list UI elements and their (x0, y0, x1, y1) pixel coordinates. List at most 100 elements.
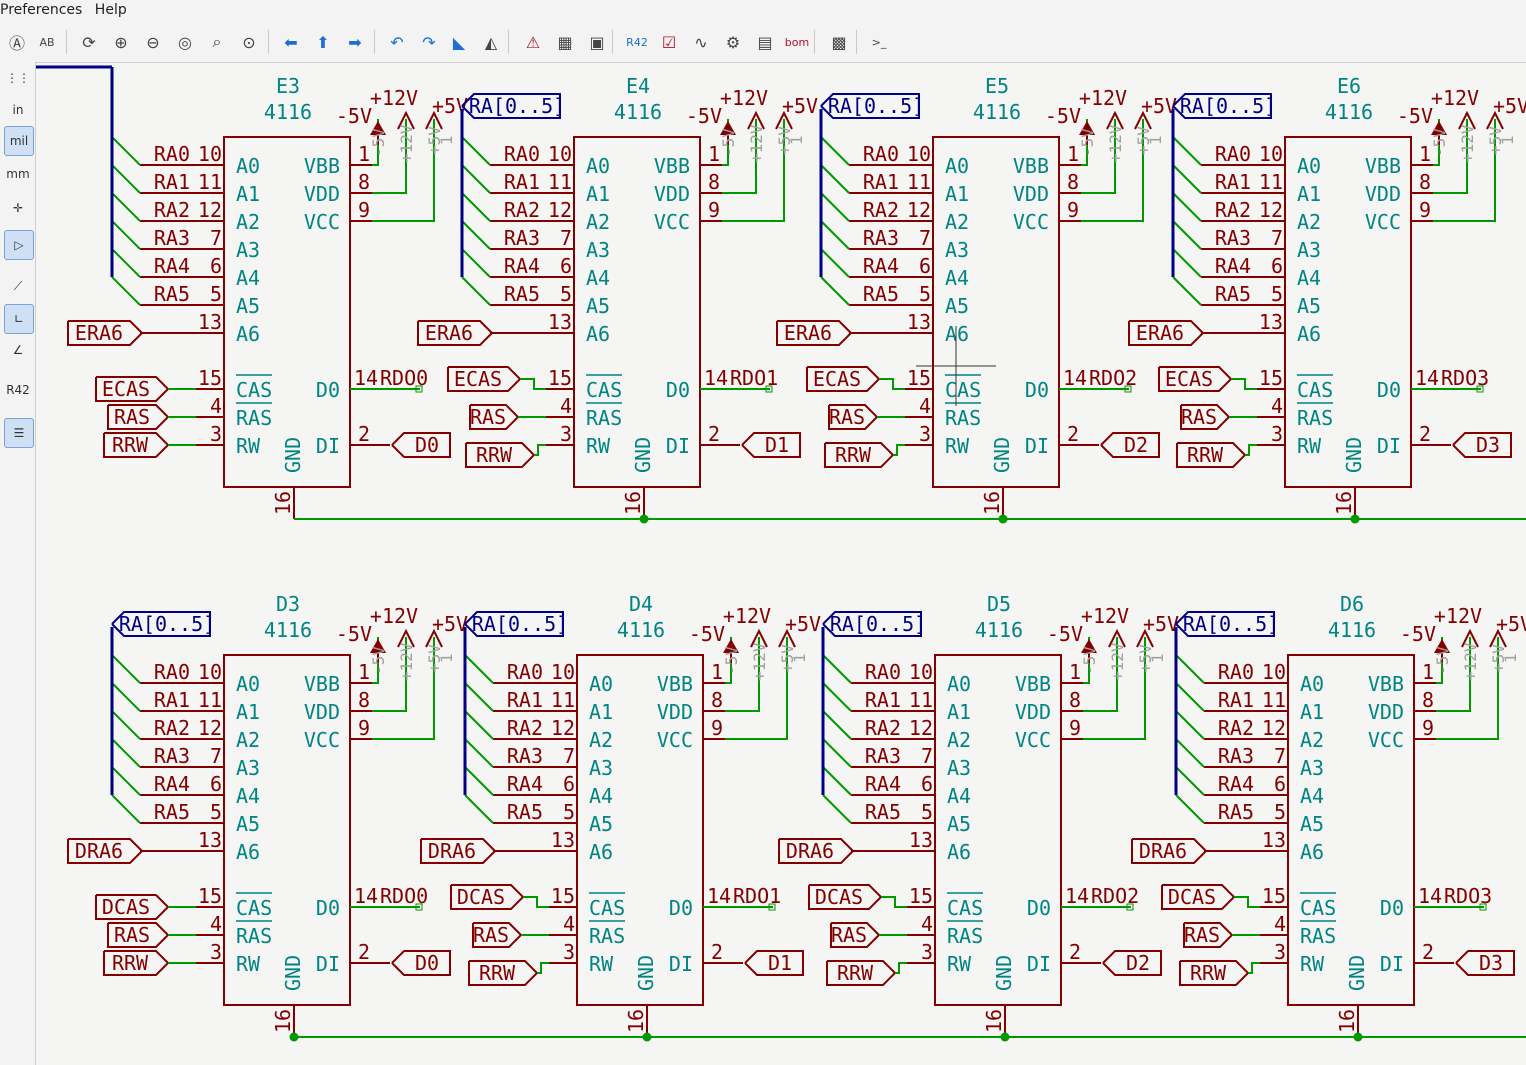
net-label: RA2 (504, 198, 540, 222)
annotate-icon[interactable]: Ⓐ (8, 34, 25, 53)
pin-number: 8 (1422, 688, 1434, 712)
pin-number: 9 (358, 198, 370, 222)
simulator-icon[interactable]: ∿ (694, 32, 708, 52)
zoom-objects-icon[interactable]: ⌕ (212, 32, 222, 51)
net-label: RA0 (507, 660, 543, 684)
back-arrow-icon[interactable]: ⬅ (284, 32, 298, 52)
zoom-out-icon[interactable]: ⊖ (146, 32, 160, 52)
hidden-power-label: -5V (369, 128, 388, 157)
pin-number: 15 (198, 884, 222, 908)
pin-number: 12 (198, 198, 222, 222)
pin-number: 13 (1262, 828, 1286, 852)
zoom-in-icon[interactable]: ⊕ (114, 32, 128, 52)
ic-reference: D4 (629, 592, 653, 616)
pin-number: 13 (198, 310, 222, 334)
pin-name: RW (236, 434, 261, 458)
net-label-cas: ECAS (102, 377, 150, 401)
pin-name: D0 (1025, 378, 1049, 402)
pin-number: 16 (621, 491, 645, 515)
mirror-v-icon[interactable]: ◭ (484, 32, 498, 52)
symbol-editor-icon[interactable]: ▣ (589, 32, 605, 52)
grid-icon[interactable]: ⋮⋮ (6, 71, 30, 85)
pin-name: CAS (945, 378, 981, 402)
menu-preferences[interactable]: Preferences (0, 2, 83, 18)
hierarchy-icon[interactable]: ☰ (4, 418, 34, 448)
undo-icon[interactable]: ↶ (390, 32, 404, 52)
net-label-d-frame (391, 432, 451, 458)
pin-name: RW (1300, 952, 1325, 976)
power-symbol-arrow (425, 110, 443, 130)
net-label-cas-frame (1158, 366, 1233, 392)
up-arrow-icon[interactable]: ⬆ (316, 32, 330, 52)
pin-name: A5 (945, 294, 969, 318)
ic-reference: E5 (985, 74, 1009, 98)
units-inch-icon[interactable]: in (12, 103, 24, 117)
annotate-b-icon[interactable]: AB (39, 35, 55, 49)
pin-name: A5 (1300, 812, 1324, 836)
mirror-h-icon[interactable]: ◣ (452, 32, 466, 52)
net-label-cas-frame (447, 366, 522, 392)
pin-number: 12 (551, 716, 575, 740)
cursor-icon[interactable]: ✛ (12, 201, 24, 215)
line-mode-free-icon[interactable]: ⟋ (13, 278, 23, 293)
zoom-selection-icon[interactable]: ⊙ (242, 32, 256, 52)
bus-entry (1175, 710, 1205, 740)
erc-icon[interactable]: ⚠ (525, 32, 541, 52)
bus-entry (820, 276, 850, 306)
power-symbol-arrow (775, 110, 793, 130)
pin-number: 9 (1419, 198, 1431, 222)
wire (1234, 896, 1260, 908)
hidden-power-label: +12V (1458, 124, 1477, 163)
net-label: RA5 (1215, 282, 1251, 306)
bom-check-icon[interactable]: ☑ (661, 32, 677, 52)
net-label-cas-frame (808, 884, 883, 910)
annotate-r42-icon[interactable]: R42 (626, 35, 648, 49)
units-mm-icon[interactable]: mm (6, 167, 30, 181)
annotate-r42-icon[interactable]: R42 (6, 383, 30, 397)
pin-number: 13 (198, 828, 222, 852)
bus-entry (461, 192, 491, 222)
hidden-power-label: -5V (1078, 128, 1097, 157)
net-label-ras: RAS (470, 405, 506, 429)
pin-number: 11 (198, 170, 222, 194)
line-mode-45-icon[interactable]: ∠ (12, 343, 24, 357)
pcb-icon[interactable]: ▩ (831, 32, 847, 52)
pin-number: 5 (1271, 282, 1283, 306)
redo-icon[interactable]: ↷ (422, 32, 436, 52)
net-label-rrw-frame (1179, 960, 1250, 986)
pin-number: 10 (1262, 660, 1286, 684)
line-mode-90-icon[interactable]: ∟ (4, 304, 34, 334)
hidden-power-label: +12V (397, 124, 416, 163)
forward-arrow-icon[interactable]: ➡ (348, 32, 362, 52)
units-mil-icon[interactable]: mil (4, 126, 34, 156)
toolbar-separator (814, 30, 815, 54)
pin-name: D0 (1377, 378, 1401, 402)
power-symbol-arrow (1134, 110, 1152, 130)
library-browser-icon[interactable]: ▦ (557, 32, 573, 52)
zoom-fit-icon[interactable]: ◎ (178, 32, 192, 52)
scripting-console-icon[interactable]: >_ (871, 35, 887, 49)
power-symbol-negative (1079, 121, 1095, 135)
ic-body (576, 654, 704, 1006)
net-label-cas-frame (95, 376, 170, 402)
pin-number: 1 (708, 142, 720, 166)
netlist-icon[interactable]: ⚙ (725, 32, 741, 52)
pin-number: 16 (980, 491, 1004, 515)
menu-help[interactable]: Help (94, 2, 127, 18)
hidden-pins-icon[interactable]: ▷ (4, 230, 34, 260)
net-label: RA2 (865, 716, 901, 740)
refresh-icon[interactable]: ⟳ (82, 32, 96, 52)
pin-name: A4 (236, 266, 260, 290)
pin-number: 10 (548, 142, 572, 166)
field-table-icon[interactable]: ▤ (757, 32, 773, 52)
pin-number: 7 (560, 226, 572, 250)
power-symbol-arrow (1461, 628, 1479, 648)
pin-name: RAS (236, 924, 272, 948)
power-label: -5V (336, 622, 372, 646)
bus-entry (111, 192, 141, 222)
net-label-rrw: RRW (112, 433, 149, 457)
bom-export-icon[interactable]: bom (784, 35, 810, 49)
